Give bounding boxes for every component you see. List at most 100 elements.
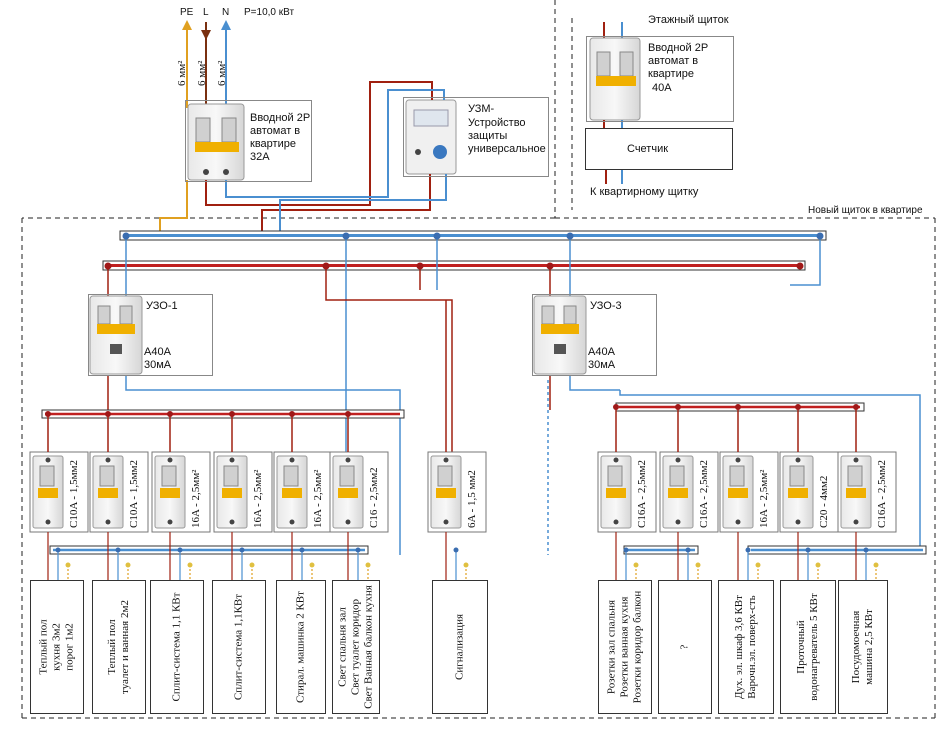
- uzm-frame: [403, 97, 549, 177]
- breaker-rating-label: 16A - 2,5мм²: [252, 469, 264, 528]
- n-label: N: [222, 7, 230, 18]
- rcd1-leak: 30мА: [144, 359, 172, 371]
- load-label: Свет Ванная балкон кухня: [362, 585, 375, 709]
- floor-panel-title: Этажный щиток: [648, 14, 729, 26]
- load-label: Теплый пол: [37, 619, 50, 675]
- uzm-image: [405, 99, 457, 175]
- bus-dot: [355, 547, 361, 553]
- load-box: Стирал. машинка 2 КВт: [276, 580, 326, 714]
- load-label: Дух. эл. шкаф 3,6 КВт: [733, 595, 745, 699]
- rcd3-frame: [532, 294, 657, 376]
- bus-dot: [675, 404, 681, 410]
- bus-dot: [229, 411, 235, 417]
- apartment-panel-title: Новый щиток в квартире: [808, 205, 923, 216]
- load-label: Розетки ванная кухня: [618, 596, 631, 698]
- rcd1-name: УЗО-1: [146, 300, 178, 312]
- breaker-rating-label: 6A - 1,5 мм2: [466, 470, 478, 528]
- pe-dot: [873, 562, 879, 568]
- main-breaker-image: [187, 103, 245, 181]
- breaker-cell: [151, 451, 211, 533]
- rcd3-leak: 30мА: [588, 359, 616, 371]
- load-label: водонагреватель 5 КВт: [808, 593, 820, 701]
- breaker-rating-label: 16A - 2,5мм²: [312, 469, 324, 528]
- main-breaker-rating: 32А: [250, 151, 270, 163]
- breaker-cell: [659, 451, 719, 533]
- load-label: Посудомоечная: [850, 610, 862, 684]
- bus-dot: [735, 404, 741, 410]
- floor-breaker-frame: [586, 36, 734, 122]
- load-label: Теплый пол: [106, 619, 118, 675]
- pe-dot: [187, 562, 193, 568]
- uzm-description: Устройство защиты универсальное: [468, 117, 546, 155]
- bus-dot: [177, 547, 183, 553]
- breaker-rating-label: C16A - 2,5мм2: [698, 459, 710, 528]
- to-panel-label: К квартирному щитку: [590, 186, 699, 198]
- bus-dot: [613, 404, 619, 410]
- pe-dot: [65, 562, 71, 568]
- load-label: Свет спальня зал: [336, 607, 349, 687]
- breaker-cell: [427, 451, 487, 533]
- rcd1-image: [89, 295, 143, 375]
- load-label: порог 1м2: [63, 623, 76, 671]
- live-bus: [102, 260, 806, 271]
- load-label: кухня 3м2: [50, 623, 63, 671]
- breaker-rating-label: C16 - 2,5мм2: [368, 467, 380, 528]
- breaker-rating-label: 16A - 2,5мм²: [758, 469, 770, 528]
- n-section-label: 6 мм²: [216, 60, 228, 86]
- bus-dot: [863, 547, 869, 553]
- load-box: ?: [658, 580, 712, 714]
- group1-neutral-bus: [49, 545, 369, 555]
- load-label: Стирал. машинка 2 КВт: [294, 591, 307, 703]
- load-label: Варочн.эл. поверх-сть: [746, 595, 758, 699]
- breaker-rating-label: C10A - 1,5мм2: [68, 459, 80, 528]
- bus-dot: [55, 547, 61, 553]
- main-breaker-caption: Вводной 2P автомат в квартире: [250, 112, 311, 150]
- load-box: Сплит-система 1,1КВт: [212, 580, 266, 714]
- load-label: туалет и ванная 2м2: [119, 600, 131, 694]
- load-box: Сигнализация: [432, 580, 488, 714]
- load-label: машина 2,5 КВт: [863, 609, 875, 685]
- breaker-rating-label: C10A - 1,5мм2: [128, 459, 140, 528]
- meter-box: [585, 128, 733, 170]
- load-label: Проточный: [795, 620, 807, 674]
- bus-dot: [453, 547, 459, 553]
- floor-breaker-image: [589, 22, 641, 184]
- load-label: Сплит-система 1,1КВт: [232, 593, 245, 701]
- supply-wires: [182, 20, 231, 108]
- breaker-rating-label: C20 - 4мм2: [818, 475, 830, 528]
- pe-dot: [365, 562, 371, 568]
- bus-dot: [45, 411, 51, 417]
- rcd3-rating: А40А: [588, 346, 615, 358]
- load-label: Свет туалет коридор: [349, 598, 362, 696]
- pe-section-label: 6 мм²: [176, 60, 188, 86]
- breaker-rating-label: 16A - 2,5мм²: [190, 469, 202, 528]
- bus-dot: [795, 404, 801, 410]
- bus-dot: [805, 547, 811, 553]
- pe-label: PE: [180, 7, 194, 18]
- breaker-cell: [213, 451, 273, 533]
- breaker-cell: [597, 451, 657, 533]
- load-label: Сигнализация: [453, 613, 466, 681]
- load-label: Розетки коридор балкон: [631, 590, 644, 704]
- bus-dot: [345, 411, 351, 417]
- rcd1-rating: А40А: [144, 346, 171, 358]
- bus-dot: [685, 547, 691, 553]
- breaker-cell: [329, 451, 389, 533]
- pe-dot: [815, 562, 821, 568]
- meter-label: Счетчик: [627, 143, 669, 155]
- breaker-cell: [29, 451, 89, 533]
- pe-dot: [633, 562, 639, 568]
- panel-borders: [21, 0, 936, 719]
- group1-live-bus: [41, 409, 405, 419]
- pe-dot: [755, 562, 761, 568]
- breaker-cell: [779, 451, 839, 533]
- rcd3-image: [533, 295, 587, 375]
- bus-dot: [745, 547, 751, 553]
